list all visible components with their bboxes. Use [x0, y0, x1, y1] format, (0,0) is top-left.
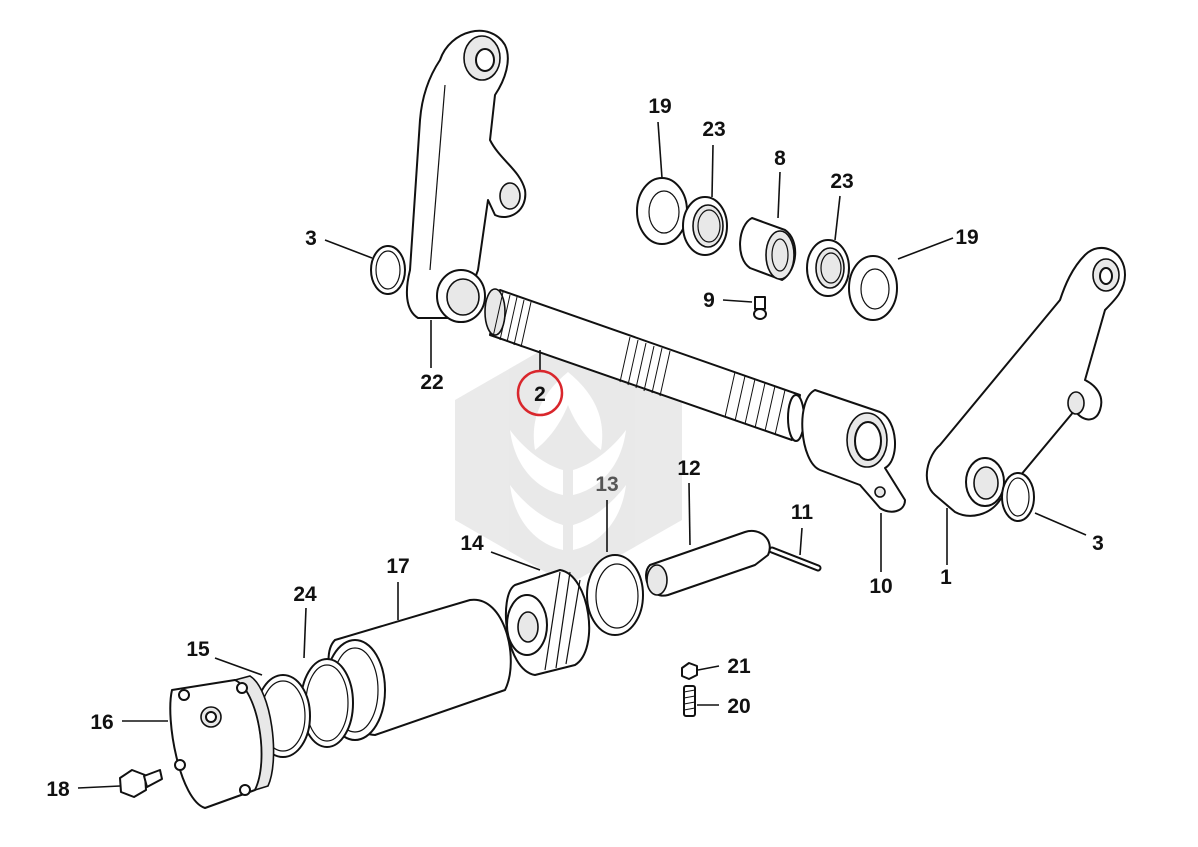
set-screw: [683, 685, 696, 717]
piston: [504, 569, 591, 676]
highlight-circle-part-2: [516, 369, 564, 417]
bolt: [119, 769, 163, 798]
callout-labels: 1 2 3 3 8 9 10 11 12 13 14 15 16 17 18 1…: [46, 95, 1104, 801]
shaft-splines-middle: [619, 336, 671, 397]
label-14: 14: [460, 532, 484, 555]
left-lever-arm: [405, 29, 527, 323]
label-24: 24: [293, 583, 317, 606]
label-17: 17: [386, 555, 409, 578]
label-16: 16: [90, 711, 113, 734]
cylinder-barrel: [324, 598, 512, 741]
label-15: 15: [186, 638, 210, 661]
label-10: 10: [869, 575, 892, 598]
label-3-right: 3: [1092, 532, 1104, 555]
right-lever-arm: [925, 246, 1126, 517]
end-cover-plate: [169, 675, 275, 809]
splined-shaft: [484, 288, 805, 442]
pin: [768, 546, 822, 572]
label-19-left: 19: [648, 95, 671, 118]
label-20: 20: [727, 695, 750, 718]
seal-ring: [586, 554, 644, 636]
label-1: 1: [940, 566, 952, 589]
upper-bearing-left: [682, 196, 728, 256]
watermark-logo: [455, 335, 682, 585]
left-circlip: [370, 245, 406, 295]
label-2: 2: [534, 383, 546, 406]
label-11: 11: [791, 501, 814, 524]
label-23-left: 23: [702, 118, 725, 141]
upper-bushing: [739, 217, 797, 281]
upper-washer-left: [636, 177, 688, 245]
shaft-splines-left: [492, 291, 532, 348]
upper-washer-right: [848, 255, 898, 321]
coupling-sleeve: [801, 389, 906, 513]
label-12: 12: [677, 457, 700, 480]
leader-lines: [77, 121, 1087, 789]
upper-bearing-right: [806, 239, 850, 297]
nut: [681, 662, 698, 680]
grease-nipple: [753, 296, 767, 320]
piston-rod: [645, 529, 771, 597]
right-circlip: [1001, 472, 1035, 522]
label-3-left: 3: [305, 227, 317, 250]
shaft-splines-right: [724, 371, 786, 436]
label-21: 21: [727, 655, 751, 678]
label-8: 8: [774, 147, 786, 170]
label-19-right: 19: [955, 226, 978, 249]
label-22: 22: [420, 371, 443, 394]
label-23-right: 23: [830, 170, 853, 193]
label-9: 9: [703, 289, 715, 312]
label-18: 18: [46, 778, 70, 801]
label-13: 13: [595, 473, 618, 496]
